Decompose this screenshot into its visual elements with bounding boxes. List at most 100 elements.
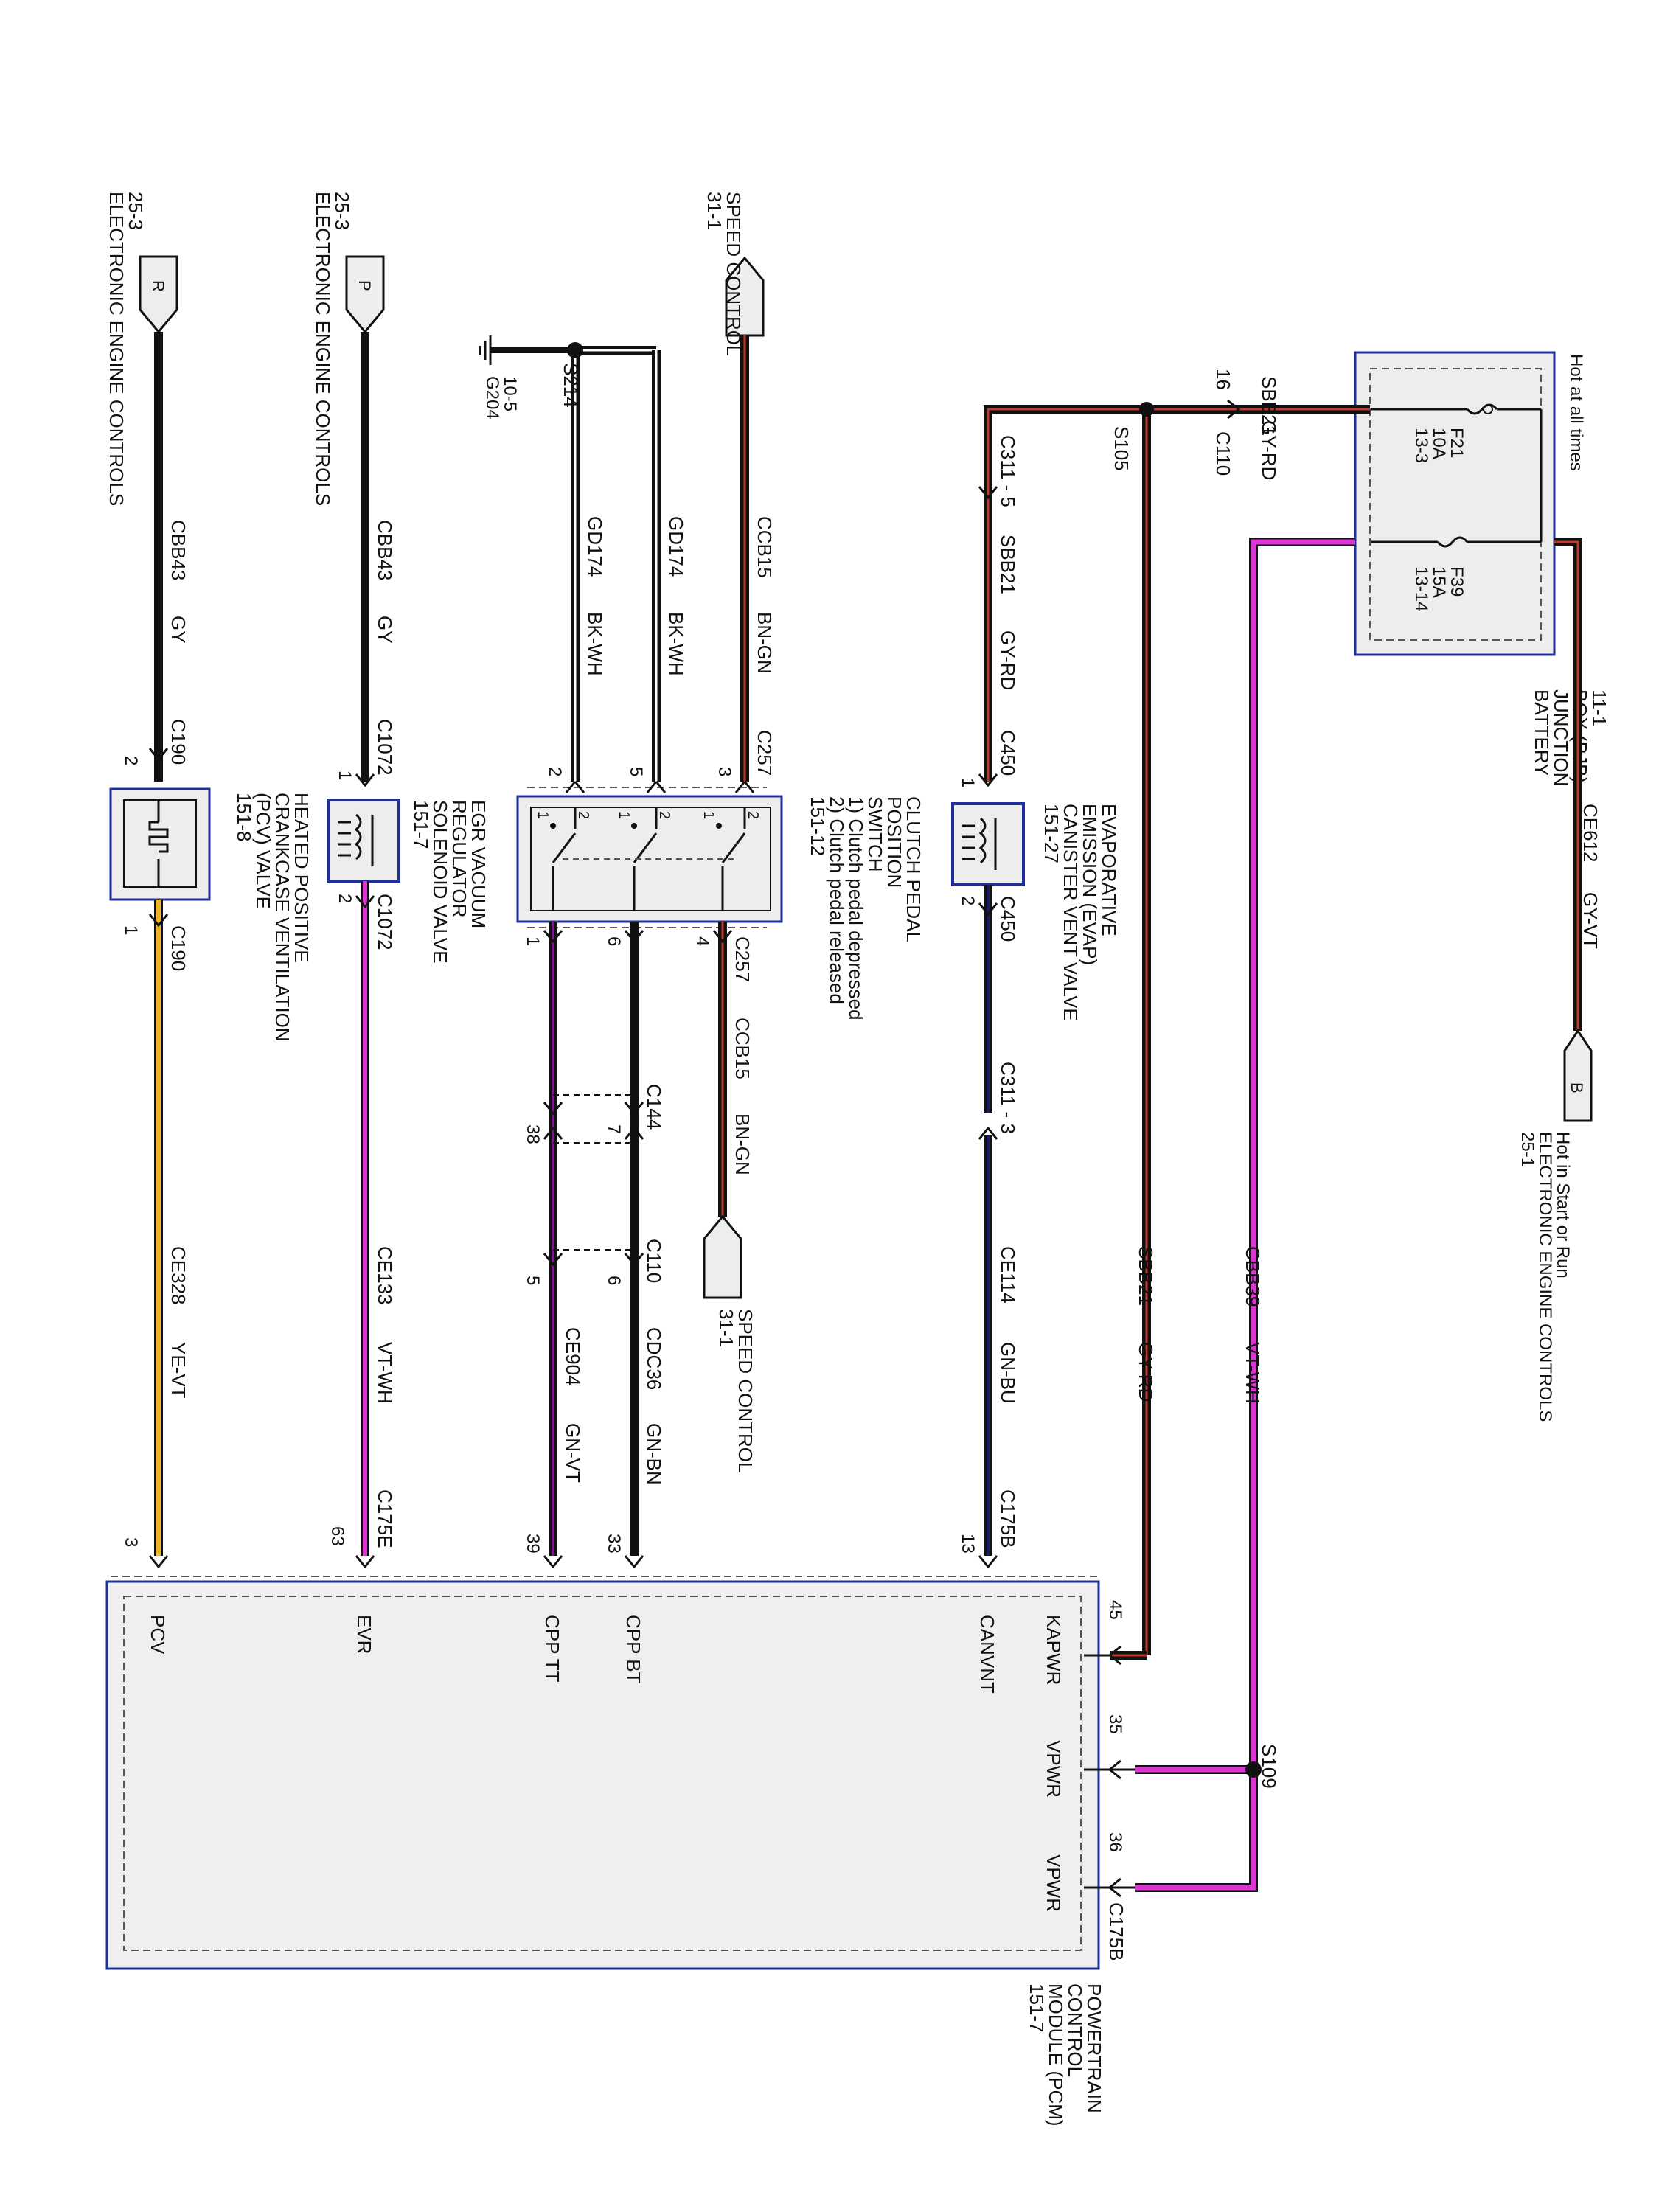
sbb21-top-color: GY-RD bbox=[1258, 420, 1280, 480]
pcm-vpwr-1: VPWR bbox=[1043, 1740, 1065, 1798]
evap-name-line4: 151-27 bbox=[1040, 804, 1062, 863]
evap-wire1-circuit: SBB21 bbox=[997, 535, 1019, 594]
egr-name-line4: 151-7 bbox=[410, 800, 432, 849]
pcm-pin-36: 36 bbox=[1105, 1832, 1125, 1852]
ccb15-in-conn: C257 bbox=[754, 730, 776, 776]
bjb-name-line1: BATTERY bbox=[1531, 689, 1553, 776]
connector-b: B Hot in Start or Run ELECTRONIC ENGINE … bbox=[1517, 1029, 1593, 1422]
bjb-name-line2: JUNCTION bbox=[1550, 689, 1572, 786]
cpp-name-line1: CLUTCH PEDAL bbox=[902, 796, 925, 942]
egr-valve-icon bbox=[327, 799, 400, 883]
fuse-f39-name: F39 bbox=[1447, 566, 1467, 597]
ccb15-out-conn: C257 bbox=[731, 936, 754, 982]
ce904-pin: 39 bbox=[523, 1534, 543, 1554]
evap-pin-in: 1 bbox=[958, 778, 978, 787]
c311-5-label: C311 - 5 bbox=[997, 435, 1019, 507]
evap-name-line3: CANISTER VENT VALVE bbox=[1060, 804, 1082, 1021]
ce133-circuit: CE133 bbox=[374, 1246, 396, 1305]
egr-in-letter: P bbox=[355, 280, 374, 291]
egr-name-line3: SOLENOID VALVE bbox=[429, 800, 451, 964]
battery-junction-box: Hot at all times F21 10A 13-3 F39 15A 13… bbox=[1354, 351, 1610, 786]
pcv-in-name: ELECTRONIC ENGINE CONTROLS bbox=[105, 192, 128, 506]
c110-mid-pin-tt: 5 bbox=[523, 1276, 543, 1285]
bjb-status: Hot at all times bbox=[1566, 354, 1586, 471]
fuse-f21-ref: 13-3 bbox=[1411, 428, 1431, 463]
cpp-contact-2c: 2 bbox=[575, 811, 591, 819]
evap-branch: C311 - 5 SBB21 GY-RD C450 1 2 C450 EVAPO… bbox=[951, 435, 1120, 1556]
evap-valve-icon bbox=[951, 802, 1025, 886]
pcm-cpp-bt: CPP BT bbox=[622, 1615, 644, 1684]
ground-symbol-icon bbox=[479, 335, 492, 365]
speed-in-name: SPEED CONTROL bbox=[723, 192, 745, 356]
sbb21-down-circuit: SBB21 bbox=[1135, 1246, 1157, 1306]
cpp-bt-pin-out: 6 bbox=[604, 936, 624, 946]
pcm-conn: C175B bbox=[1105, 1902, 1127, 1961]
egr-wire-conn: C1072 bbox=[374, 719, 396, 776]
splice-s214-icon bbox=[567, 342, 583, 358]
pcm-name-line3: MODULE (PCM) bbox=[1045, 1983, 1067, 2126]
cpp-tt-pin-out: 1 bbox=[523, 936, 543, 946]
ground-g204: S214 G204 10-5 GD174 BK-WH GD174 BK-WH 5… bbox=[479, 335, 687, 782]
evap-conn-top: C450 bbox=[997, 730, 1019, 776]
wire-cbb39: S109 CBB39 VT-WH bbox=[1135, 538, 1355, 1892]
pcv-name-line4: 151-8 bbox=[233, 793, 255, 842]
ce328-color: YE-VT bbox=[167, 1342, 189, 1399]
egr-wire-circuit: CBB43 bbox=[374, 520, 396, 580]
pcv-pin-out: 1 bbox=[121, 925, 141, 935]
ccb15-out-circuit: CCB15 bbox=[731, 1018, 754, 1079]
pcv-conn-bottom: C190 bbox=[167, 925, 189, 971]
c144-pin-tt: 38 bbox=[523, 1124, 543, 1144]
ccb15-in-circuit: CCB15 bbox=[754, 516, 776, 578]
speed-out-ref: 31-1 bbox=[715, 1309, 737, 1347]
pcv-in-letter: R bbox=[149, 280, 167, 292]
speed-control-out: C257 4 CCB15 BN-GN SPEED CONTROL 31-1 bbox=[692, 922, 757, 1473]
pcm-canvnt: CANVNT bbox=[976, 1615, 998, 1694]
egr-wire-pin: 1 bbox=[335, 771, 355, 780]
pcv-in-ref: 25-3 bbox=[125, 192, 147, 230]
cpp-contact-1b: 1 bbox=[616, 811, 632, 819]
wire-sbb21-top: S105 SBB21 GY-RD 16 C110 SBB21 GY-RD bbox=[984, 369, 1370, 1660]
pcm-name-line4: 151-7 bbox=[1026, 1983, 1048, 2033]
cbb39-circuit: CBB39 bbox=[1242, 1246, 1264, 1307]
fuse-f39-amps: 15A bbox=[1429, 566, 1449, 598]
evap-pin-out: 2 bbox=[958, 896, 978, 905]
cpp-contacts-icon bbox=[550, 807, 746, 911]
cpp-contact-1a: 1 bbox=[700, 811, 717, 819]
pcm-cpp-tt: CPP TT bbox=[541, 1615, 563, 1683]
connector-b-letter: B bbox=[1568, 1082, 1586, 1093]
evap-name-line2: EMISSION (EVAP) bbox=[1079, 804, 1101, 965]
splice-s109-icon bbox=[1245, 1761, 1262, 1778]
g204-name: G204 bbox=[482, 376, 502, 420]
pcm-name-line1: POWERTRAIN bbox=[1083, 1983, 1105, 2113]
ce114-color: GN-BU bbox=[997, 1342, 1019, 1404]
egr-branch: P 25-3 ELECTRONIC ENGINE CONTROLS CBB43 … bbox=[312, 192, 490, 1556]
pcm-name-line2: CONTROL bbox=[1064, 1983, 1086, 2077]
speed-out-name: SPEED CONTROL bbox=[734, 1309, 757, 1473]
pcm-pin-45: 45 bbox=[1105, 1600, 1125, 1620]
sbb21-top-conn: C110 bbox=[1212, 431, 1234, 476]
cdc36-color: GN-BN bbox=[643, 1423, 665, 1485]
cpp-name-line4: 151-12 bbox=[807, 796, 829, 856]
splice-s105-label: S105 bbox=[1110, 426, 1133, 471]
g204-ref: 10-5 bbox=[500, 376, 520, 411]
egr-name-line2: REGULATOR bbox=[448, 800, 470, 917]
cdc36-pin: 33 bbox=[604, 1534, 624, 1554]
pcm-vpwr-2: VPWR bbox=[1043, 1854, 1065, 1912]
pcv-wire-color: GY bbox=[167, 616, 189, 644]
pcm-pin-35: 35 bbox=[1105, 1714, 1125, 1734]
gd174-a-color: BK-WH bbox=[665, 612, 687, 676]
ce133-color: VT-WH bbox=[374, 1342, 396, 1404]
cpp-contact-2a: 2 bbox=[745, 811, 761, 819]
ccb15-in-pin: 3 bbox=[714, 767, 734, 776]
ce133-pin: 63 bbox=[327, 1526, 347, 1546]
wire-cpp-bt: 6 C144 7 C110 6 CDC36 GN-BN 33 bbox=[604, 922, 665, 1556]
ce328-circuit: CE328 bbox=[167, 1246, 189, 1305]
c110-mid-pin-bt: 6 bbox=[604, 1276, 624, 1285]
c110-mid-label: C110 bbox=[643, 1239, 665, 1283]
ce612-circuit: CE612 bbox=[1579, 804, 1601, 863]
pcm-kapwr: KAPWR bbox=[1043, 1615, 1065, 1685]
connector-b-label3: 25-1 bbox=[1517, 1132, 1537, 1167]
c144-label: C144 bbox=[643, 1084, 665, 1130]
sbb21-top-pin: 16 bbox=[1212, 369, 1234, 390]
